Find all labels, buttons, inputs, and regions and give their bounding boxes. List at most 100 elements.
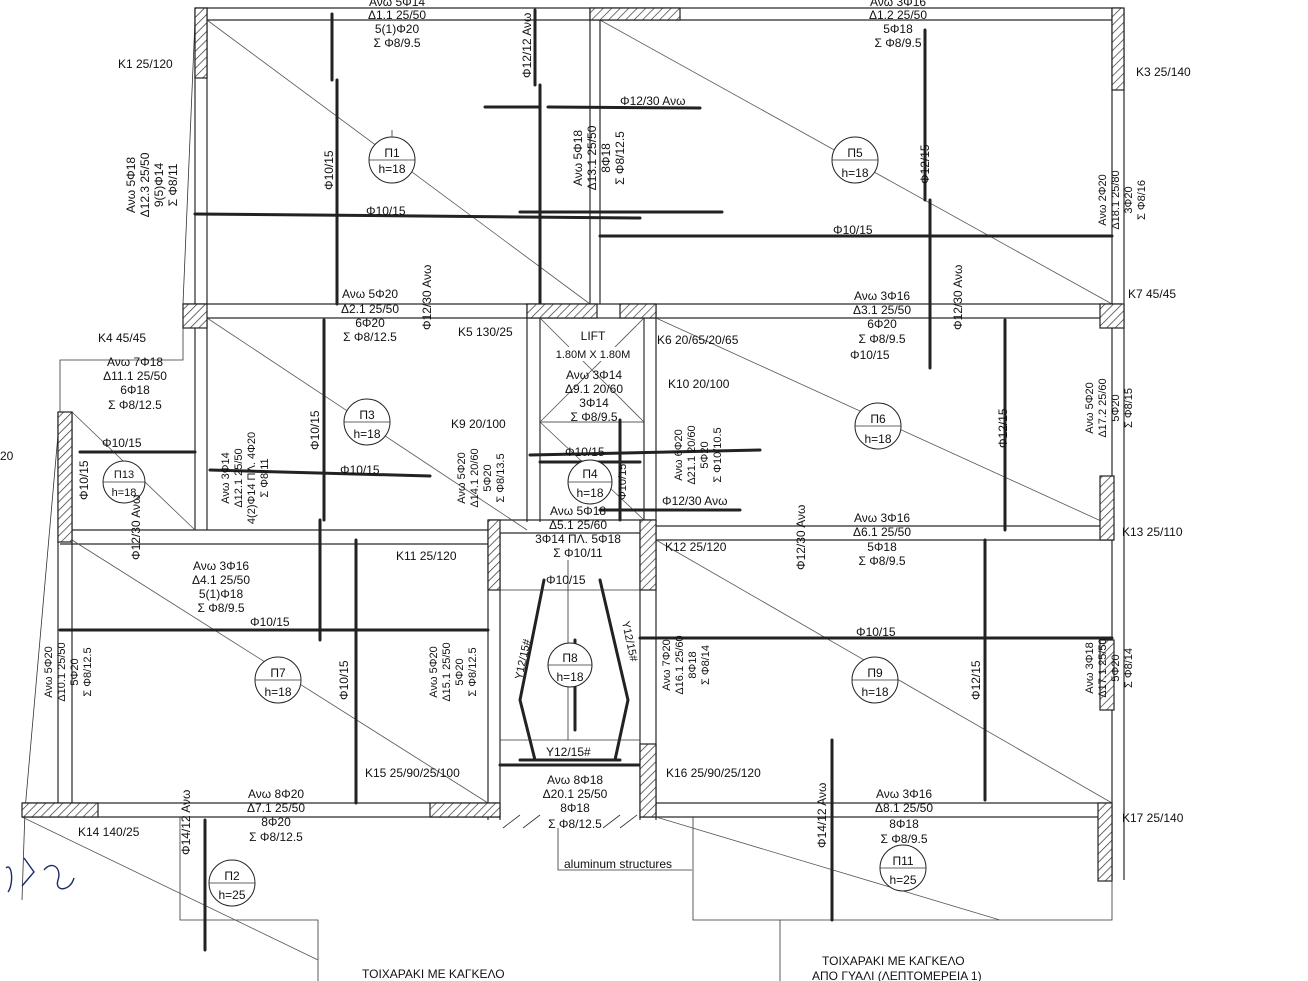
slab-id: Π4 <box>582 467 598 481</box>
rebar-label: Φ12/15 <box>918 144 932 184</box>
column-k12-wall <box>639 519 657 591</box>
svg-text:Σ Φ8/12.5: Σ Φ8/12.5 <box>249 830 303 844</box>
svg-text:3Φ20: 3Φ20 <box>1123 186 1135 213</box>
svg-text:5Φ20: 5Φ20 <box>699 441 711 468</box>
rebar-label: Φ10/15 <box>322 150 336 190</box>
beam-label-d17-1: Ανω 3Φ18 Δ17.1 25/50 5Φ20 Σ Φ8/14 <box>1084 638 1135 697</box>
aluminum-structures-note: aluminum structures <box>564 857 672 871</box>
column-label: K14 140/25 <box>78 825 140 839</box>
notes: aluminum structures ΤΟΙΧΑΡΑΚΙ ΜΕ ΚΑΓΚΕΛΟ… <box>0 449 982 981</box>
svg-text:5Φ20: 5Φ20 <box>454 658 466 685</box>
slab-id: Π3 <box>359 408 375 422</box>
column-label: K5 130/25 <box>458 325 513 339</box>
beam-label-d1-1: Ανω 5Φ14 Δ1.1 25/50 5(1)Φ20 Σ Φ8/9.5 <box>368 0 426 50</box>
column-label: K6 20/65/20/65 <box>657 333 739 347</box>
svg-text:Ανω 8Φ20: Ανω 8Φ20 <box>248 787 304 801</box>
svg-text:5Φ20: 5Φ20 <box>1110 654 1122 681</box>
svg-text:Δ3.1 25/50: Δ3.1 25/50 <box>853 303 911 317</box>
beam-label-d6-1: Ανω 3Φ16 Δ6.1 25/50 5Φ18 Σ Φ8/9.5 <box>853 511 911 568</box>
svg-text:Σ Φ8/9.5: Σ Φ8/9.5 <box>373 36 420 50</box>
svg-text:Δ1.1 25/50: Δ1.1 25/50 <box>368 8 426 22</box>
svg-text:Δ20.1 25/50: Δ20.1 25/50 <box>543 787 608 801</box>
rebar-label: Φ12/15 <box>969 660 983 700</box>
column-k15 <box>429 802 501 818</box>
slab-thickness: h=25 <box>889 873 916 887</box>
rebar-label: Y12/15# <box>619 620 639 663</box>
column-k17 <box>1097 802 1113 882</box>
column-label: K13 25/110 <box>1122 525 1183 539</box>
svg-text:Ανω 2Φ20: Ανω 2Φ20 <box>1097 174 1109 225</box>
svg-text:8Φ18: 8Φ18 <box>560 801 590 815</box>
rebar-label: Φ10/15 <box>102 436 142 450</box>
svg-text:Ανω 6Φ20: Ανω 6Φ20 <box>673 429 685 480</box>
svg-text:Ανω 5Φ20: Ανω 5Φ20 <box>43 646 55 697</box>
svg-text:5Φ20: 5Φ20 <box>1110 394 1122 421</box>
column-label: K1 25/120 <box>118 57 173 71</box>
svg-text:Σ Φ8/13.5: Σ Φ8/13.5 <box>495 453 507 502</box>
svg-text:5Φ18: 5Φ18 <box>867 540 897 554</box>
slab-marker-p5: Π5 h=18 <box>831 136 879 184</box>
svg-text:8Φ18: 8Φ18 <box>599 143 613 173</box>
beam-label-d12-3: Ανω 5Φ18 Δ12.3 25/50 9(5)Φ14 Σ Φ8/11 <box>124 152 180 217</box>
slab-id: Π6 <box>870 412 886 426</box>
svg-text:Σ Φ10/11: Σ Φ10/11 <box>553 546 603 560</box>
rebar-labels-vertical: Φ12/12 Ανω Φ10/15 Φ12/15 Φ12/30 Ανω Φ12/… <box>77 13 1010 855</box>
slab-marker-p2: Π2 h=25 <box>208 859 256 907</box>
slab-id: Π1 <box>384 146 400 160</box>
slab-marker-p1: Π1 h=18 <box>368 130 416 184</box>
column-label: K10 20/100 <box>668 377 730 391</box>
svg-text:Ανω 5Φ20: Ανω 5Φ20 <box>456 452 468 503</box>
slab-id: Π9 <box>867 666 883 680</box>
svg-text:Δ5.1 25/60: Δ5.1 25/60 <box>549 518 607 532</box>
svg-text:Δ13.1 25/50: Δ13.1 25/50 <box>585 125 599 190</box>
svg-text:Σ Φ8/12.5: Σ Φ8/12.5 <box>82 647 94 696</box>
slab-marker-p4: Π4 h=18 <box>567 459 613 505</box>
rebar-label: Φ10/15 <box>565 445 605 459</box>
columns-hatched <box>21 7 1125 882</box>
svg-text:Ανω 5Φ20: Ανω 5Φ20 <box>342 287 398 301</box>
slab-marker-p3: Π3 h=18 <box>343 398 391 446</box>
rebar-label: Φ10/15 <box>337 660 351 700</box>
svg-text:5Φ18: 5Φ18 <box>883 22 913 36</box>
rebar-label: Φ10/15 <box>366 204 406 218</box>
column-label: K15 25/90/25/100 <box>365 766 460 780</box>
svg-text:Σ Φ8/9.5: Σ Φ8/9.5 <box>197 601 244 615</box>
svg-text:Σ Φ8/9.5: Σ Φ8/9.5 <box>570 410 617 424</box>
column-label: K12 25/120 <box>665 540 727 554</box>
svg-text:Σ Φ8/12.5: Σ Φ8/12.5 <box>343 330 397 344</box>
svg-text:Δ8.1 25/50: Δ8.1 25/50 <box>875 801 933 815</box>
column-k3 <box>1111 7 1125 91</box>
svg-text:Σ Φ8/11: Σ Φ8/11 <box>259 458 271 497</box>
slab-marker-p13: Π13 h=18 <box>102 460 146 504</box>
svg-text:6Φ18: 6Φ18 <box>120 383 150 397</box>
svg-text:Ανω 3Φ16: Ανω 3Φ16 <box>854 511 910 525</box>
rebar-label: Φ14/12 Ανω <box>179 790 193 855</box>
beam-label-d21-1: Ανω 6Φ20 Δ21.1 20/60 5Φ20 Σ Φ10/10.5 <box>673 425 724 484</box>
beam-label-d10-1: Ανω 5Φ20 Δ10.1 25/50 5Φ20 Σ Φ8/12.5 <box>43 642 94 701</box>
svg-text:3Φ14: 3Φ14 <box>579 396 609 410</box>
beam-label-d14-1: Ανω 5Φ20 Δ14.1 20/60 5Φ20 Σ Φ8/13.5 <box>456 448 507 507</box>
column-k7 <box>1099 303 1125 329</box>
slab-thickness: h=18 <box>353 427 380 441</box>
beam-labels-horizontal: Ανω 5Φ14 Δ1.1 25/50 5(1)Φ20 Σ Φ8/9.5 Ανω… <box>103 0 933 846</box>
beam-label-d15-1: Ανω 5Φ20 Δ15.1 25/50 5Φ20 Σ Φ8/12.5 <box>428 642 479 701</box>
slab-thickness: h=18 <box>841 166 868 180</box>
rebar-label: Φ10/15 <box>250 615 290 629</box>
svg-text:Δ16.1 25/60: Δ16.1 25/60 <box>674 635 686 694</box>
svg-text:Σ Φ8/14: Σ Φ8/14 <box>1123 648 1135 688</box>
rebar-label: Φ14/12 Ανω <box>815 783 829 848</box>
beam-labels-vertical: Ανω 5Φ18 Δ12.3 25/50 9(5)Φ14 Σ Φ8/11 Ανω… <box>43 125 1148 701</box>
column-label: K7 45/45 <box>1128 287 1176 301</box>
svg-text:Δ14.1 20/60: Δ14.1 20/60 <box>469 448 481 507</box>
svg-text:3Φ14 ΠΛ. 5Φ18: 3Φ14 ΠΛ. 5Φ18 <box>535 532 621 546</box>
svg-text:Ανω 5Φ20: Ανω 5Φ20 <box>428 646 440 697</box>
svg-text:Ανω 3Φ14: Ανω 3Φ14 <box>220 452 232 503</box>
svg-text:Δ18.1 25/80: Δ18.1 25/80 <box>1110 170 1122 229</box>
svg-text:8Φ18: 8Φ18 <box>687 651 699 678</box>
beam-label-d11-1: Ανω 7Φ18 Δ11.1 25/50 6Φ18 Σ Φ8/12.5 <box>103 355 167 412</box>
rebar-label: Φ10/15 <box>833 223 873 237</box>
rebar-label: Φ12/30 Ανω <box>129 495 143 560</box>
svg-text:Δ7.1 25/50: Δ7.1 25/50 <box>247 801 305 815</box>
svg-text:Σ Φ8/12.5: Σ Φ8/12.5 <box>467 647 479 696</box>
svg-text:Σ Φ8/9.5: Σ Φ8/9.5 <box>880 832 927 846</box>
